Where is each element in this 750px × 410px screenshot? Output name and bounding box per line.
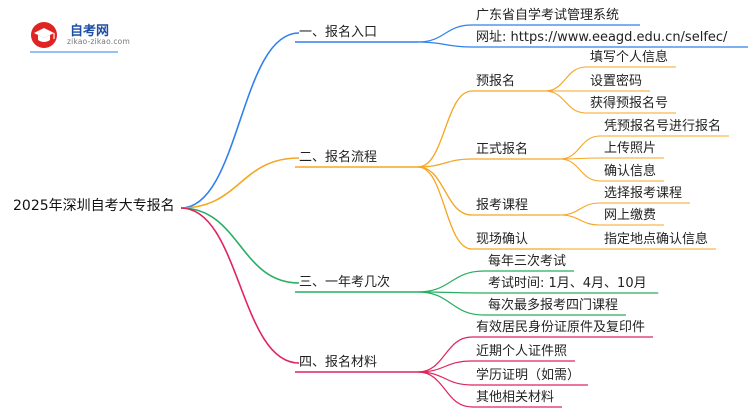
leaf-item: 获得预报名号 (590, 96, 669, 111)
leaf-connector (559, 202, 601, 216)
leaf-connector (544, 66, 587, 92)
leaf-item: 填写个人信息 (590, 50, 669, 65)
leaf-item: 指定地点确认信息 (604, 232, 709, 247)
root-topic: 2025年深圳自考大专报名 (13, 198, 175, 214)
leaf-item: 设置密码 (590, 74, 643, 89)
leaf-connector (559, 158, 601, 182)
branch-label: 四、报名材料 (299, 355, 378, 370)
graduation-cap-icon (31, 22, 57, 48)
branch-label: 三、一年考几次 (299, 275, 391, 290)
sub-connector (417, 166, 473, 250)
sub-connector (417, 166, 473, 216)
branch-label: 二、报名流程 (299, 150, 378, 165)
item-connector (417, 24, 473, 43)
item-connector (417, 270, 485, 293)
item-connector (417, 360, 473, 373)
leaf-item: 学历证明（如需） (476, 368, 581, 383)
leaf-connector (559, 135, 601, 160)
logo-url: zikao-zikao.com (67, 37, 130, 46)
sub-connector (417, 90, 473, 168)
leaf-item: 网上缴费 (604, 208, 657, 223)
item-connector (417, 291, 485, 316)
sub-topic: 现场确认 (476, 232, 529, 247)
leaf-item: 每次最多报考四门课程 (488, 298, 619, 313)
leaf-item: 网址: https://www.eeagd.edu.cn/selfec/ (476, 30, 728, 45)
branch-label: 一、报名入口 (299, 25, 378, 40)
sub-connector (417, 158, 473, 168)
item-connector (417, 371, 473, 408)
leaf-item: 每年三次考试 (488, 254, 567, 269)
item-connector (417, 336, 473, 373)
leaf-item: 考试时间: 1月、4月、10月 (488, 276, 647, 291)
leaf-item: 广东省自学考试管理系统 (476, 8, 620, 23)
leaf-item: 上传照片 (604, 141, 657, 156)
leaf-connector (544, 90, 587, 114)
branch-connector (180, 157, 300, 209)
branch-connector (180, 207, 300, 284)
site-logo: 自考网 zikao-zikao.com (30, 19, 140, 53)
sub-topic: 报考课程 (476, 198, 529, 213)
leaf-item: 凭预报名号进行报名 (604, 119, 722, 134)
branch-connector (180, 207, 300, 364)
branch-connector (180, 32, 300, 209)
sub-topic: 正式报名 (476, 142, 529, 157)
leaf-item: 近期个人证件照 (476, 344, 568, 359)
leaf-item: 选择报考课程 (604, 186, 683, 201)
leaf-item: 有效居民身份证原件及复印件 (476, 320, 646, 335)
leaf-connector (559, 214, 601, 226)
leaf-item: 其他相关材料 (476, 390, 555, 405)
item-connector (417, 371, 473, 386)
logo-name: 自考网 (70, 24, 110, 39)
item-connector (417, 41, 473, 48)
sub-topic: 预报名 (476, 74, 516, 89)
leaf-item: 确认信息 (604, 164, 657, 179)
